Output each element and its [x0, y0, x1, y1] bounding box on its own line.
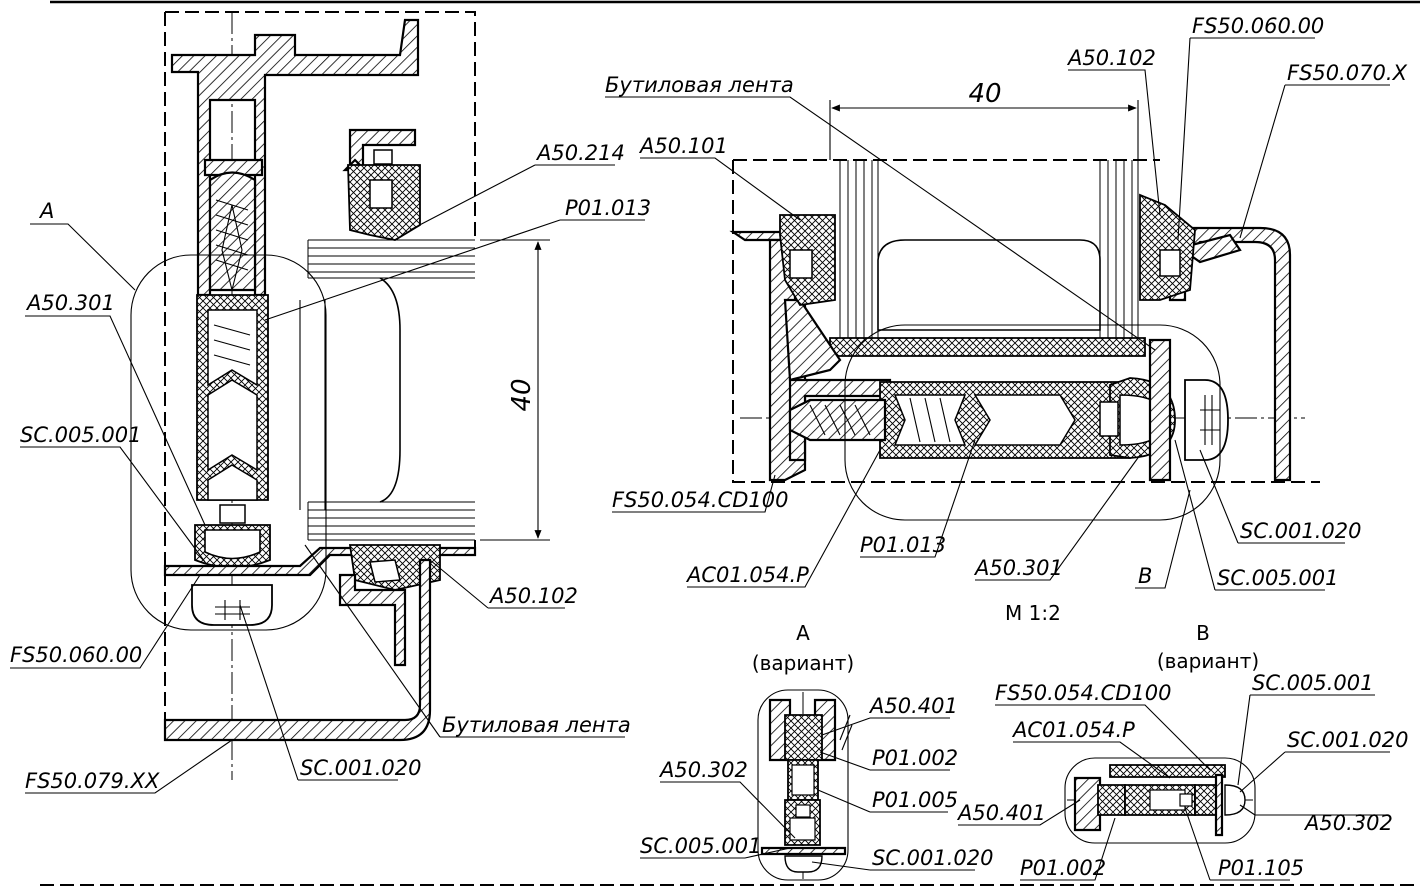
- dim-40-left: 40: [507, 378, 537, 411]
- detail-a-subtitle: (вариант): [752, 651, 854, 675]
- detail-a-SC-005-001: SC.005.001: [640, 834, 762, 858]
- label-A50-101: A50.101: [638, 134, 728, 158]
- detail-a-A50-401: A50.401: [868, 694, 958, 718]
- right-leaders: [605, 37, 1390, 591]
- detail-b-FS50-054-CD100: FS50.054.CD100: [995, 681, 1171, 705]
- detail-b-subtitle: (вариант): [1157, 649, 1259, 673]
- label-FS50-079-XX: FS50.079.XX: [25, 769, 160, 793]
- detail-b-A50-401: A50.401: [956, 801, 1046, 825]
- left-leaders: [10, 164, 645, 794]
- detail-a: [757, 689, 853, 881]
- right-section: [729, 100, 1320, 521]
- label-SC-001-020-left: SC.001.020: [300, 756, 422, 780]
- label-FS50-060-00-left: FS50.060.00: [10, 643, 142, 667]
- label-P01-013-left: P01.013: [565, 196, 651, 220]
- detail-b-SC-001-020: SC.001.020: [1287, 728, 1409, 752]
- label-FS50-060-00-right: FS50.060.00: [1192, 14, 1324, 38]
- detail-b-leaders: [958, 694, 1390, 881]
- label-SC-005-001-left: SC.005.001: [20, 423, 142, 447]
- detail-b-SC-005-001: SC.005.001: [1252, 671, 1374, 695]
- label-butyl-left: Бутиловая лента: [442, 713, 631, 737]
- label-butyl-right: Бутиловая лента: [605, 73, 794, 97]
- detail-b-A50-302: A50.302: [1303, 811, 1393, 835]
- detail-a-leaders: [640, 717, 975, 871]
- label-SC-001-020-right: SC.001.020: [1240, 519, 1362, 543]
- detail-a-SC-001-020: SC.001.020: [872, 846, 994, 870]
- label-A-left: A: [38, 199, 54, 223]
- label-A50-301-right: A50.301: [973, 556, 1063, 580]
- detail-a-P01-002: P01.002: [872, 746, 958, 770]
- label-A50-214: A50.214: [535, 141, 625, 165]
- detail-b: [1064, 757, 1256, 844]
- detail-a-title: A: [796, 621, 810, 645]
- label-A50-102-right: A50.102: [1066, 46, 1156, 70]
- label-FS50-070-X: FS50.070.X: [1287, 61, 1408, 85]
- left-section: [130, 11, 550, 780]
- detail-b-P01-105: P01.105: [1218, 856, 1304, 880]
- detail-a-P01-005: P01.005: [872, 788, 958, 812]
- label-A50-102-left: A50.102: [488, 584, 578, 608]
- label-B-right: B: [1138, 564, 1152, 588]
- label-SC-005-001-right: SC.005.001: [1217, 566, 1339, 590]
- dim-40-right: 40: [968, 79, 1001, 109]
- scale-label: М 1:2: [1005, 601, 1061, 625]
- detail-b-title: B: [1196, 621, 1210, 645]
- label-P01-013-right: P01.013: [860, 533, 946, 557]
- label-A50-301-left: A50.301: [25, 291, 115, 315]
- label-FS50-054-CD100: FS50.054.CD100: [612, 488, 788, 512]
- label-AC01-054-P: AC01.054.P: [685, 563, 809, 587]
- detail-a-A50-302: A50.302: [658, 758, 748, 782]
- detail-b-P01-002: P01.002: [1020, 856, 1106, 880]
- detail-b-AC01-054-P: AC01.054.P: [1011, 718, 1135, 742]
